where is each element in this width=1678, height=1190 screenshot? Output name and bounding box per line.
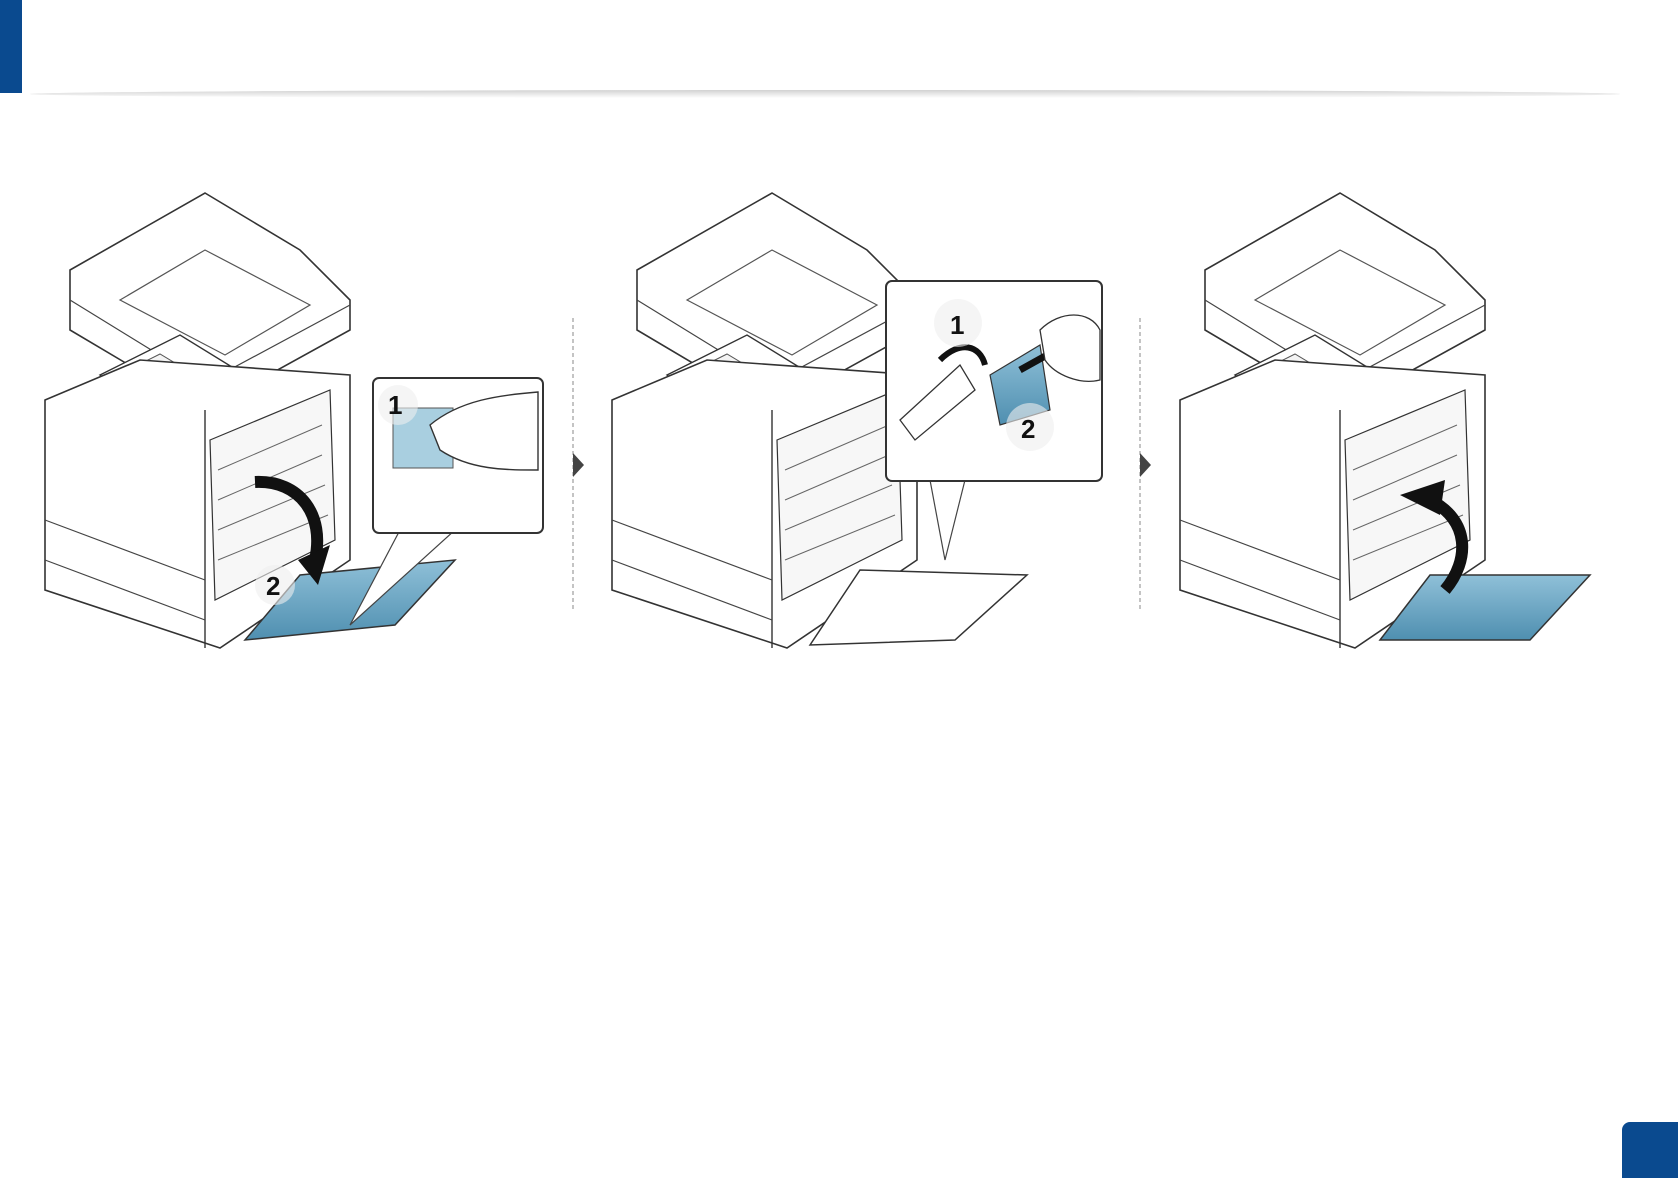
callout-2: 2 (1021, 414, 1035, 444)
callout-2: 2 (266, 571, 280, 601)
page-number-badge (1622, 1122, 1678, 1178)
callout-1: 1 (950, 310, 964, 340)
callout-1: 1 (388, 390, 402, 420)
step-3-illustration (1180, 193, 1590, 648)
zoom-pointer (930, 480, 965, 560)
triangle-right-icon (1140, 453, 1151, 477)
step-2-illustration: 1 2 (612, 193, 1102, 648)
step-1-illustration: 1 2 (45, 193, 543, 648)
triangle-right-icon (573, 453, 584, 477)
